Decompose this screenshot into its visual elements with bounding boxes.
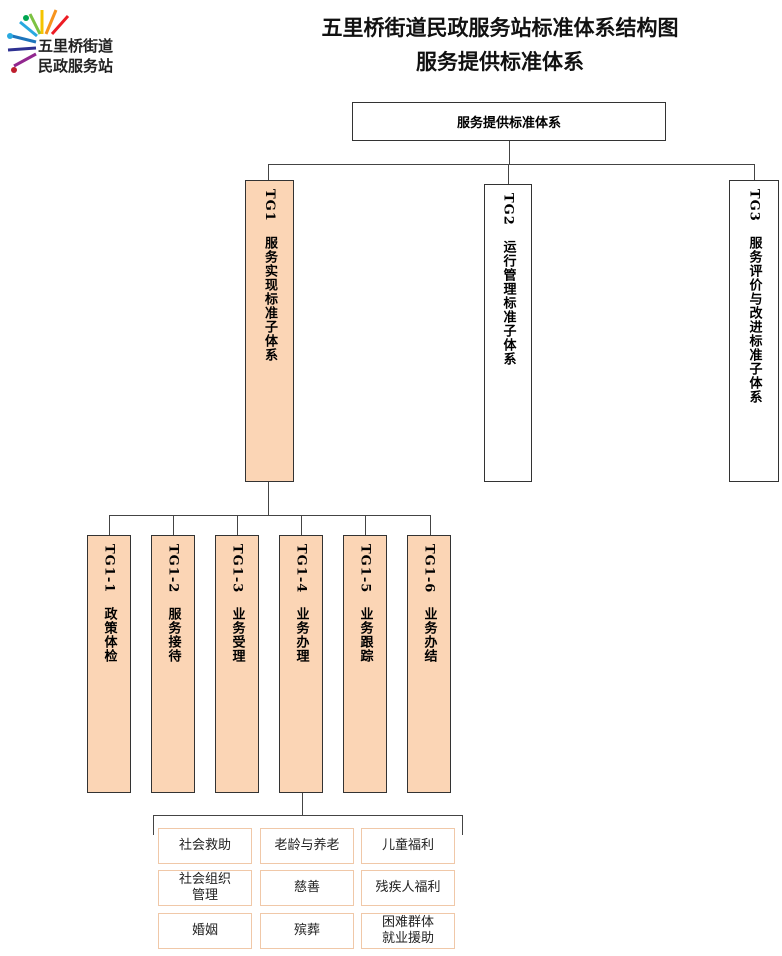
node-code: TG1-2 xyxy=(165,544,181,594)
service-item: 社会组织管理 xyxy=(158,870,252,906)
node-label: 业务受理 xyxy=(229,607,245,664)
connector xyxy=(302,793,303,815)
node-code: TG1-1 xyxy=(101,544,117,594)
node-tg1-1: TG1-1 政策体检 xyxy=(87,535,131,793)
service-item: 慈善 xyxy=(260,870,354,906)
logo-line2: 民政服务站 xyxy=(38,57,114,75)
service-item: 婚姻 xyxy=(158,913,252,949)
node-tg3: TG3 服务评价与改进标准子体系 xyxy=(729,180,779,482)
logo-line1: 五里桥街道 xyxy=(38,37,114,55)
service-item: 老龄与养老 xyxy=(260,828,354,864)
node-tg1: TG1 服务实现标准子体系 xyxy=(245,180,294,482)
service-item: 殡葬 xyxy=(260,913,354,949)
node-label: 政策体检 xyxy=(101,607,117,664)
node-tg1-4: TG1-4 业务办理 xyxy=(279,535,323,793)
connector xyxy=(109,515,431,516)
connector xyxy=(268,164,269,180)
node-code: TG2 xyxy=(500,193,516,226)
logo-burst-icon xyxy=(7,10,44,73)
service-item: 残疾人福利 xyxy=(361,870,455,906)
node-code: TG1-4 xyxy=(293,544,309,594)
service-item: 困难群体就业援助 xyxy=(361,913,455,949)
node-tg1-5: TG1-5 业务跟踪 xyxy=(343,535,387,793)
node-label: 业务跟踪 xyxy=(357,607,373,664)
node-code: TG1-5 xyxy=(357,544,373,594)
service-item: 儿童福利 xyxy=(361,828,455,864)
node-label: 服务评价与改进标准子体系 xyxy=(746,235,762,404)
node-label: 服务实现标准子体系 xyxy=(262,235,277,362)
node-label: 业务办结 xyxy=(421,607,437,664)
node-tg1-6: TG1-6 业务办结 xyxy=(407,535,451,793)
node-code: TG1-6 xyxy=(421,544,437,594)
node-tg1-3: TG1-3 业务受理 xyxy=(215,535,259,793)
bracket xyxy=(153,815,463,816)
root-node: 服务提供标准体系 xyxy=(352,102,666,141)
node-label: 运行管理标准子体系 xyxy=(500,239,516,366)
page-subtitle: 服务提供标准体系 xyxy=(416,49,584,74)
node-tg1-2: TG1-2 服务接待 xyxy=(151,535,195,793)
connector xyxy=(268,164,755,165)
node-tg2: TG2 运行管理标准子体系 xyxy=(484,184,532,482)
connector xyxy=(508,164,509,184)
node-code: TG1-3 xyxy=(229,544,245,594)
node-code: TG3 xyxy=(746,189,762,222)
logo-rays-icon xyxy=(44,9,70,35)
connector xyxy=(754,164,755,180)
connector xyxy=(509,141,510,164)
logo: 五里桥街道 民政服务站 xyxy=(4,6,134,76)
node-label: 业务办理 xyxy=(293,607,309,664)
connector xyxy=(268,482,269,515)
page-title: 五里桥街道民政服务站标准体系结构图 xyxy=(321,15,679,40)
node-code: TG1 xyxy=(262,189,277,222)
node-label: 服务接待 xyxy=(165,607,181,664)
service-item: 社会救助 xyxy=(158,828,252,864)
